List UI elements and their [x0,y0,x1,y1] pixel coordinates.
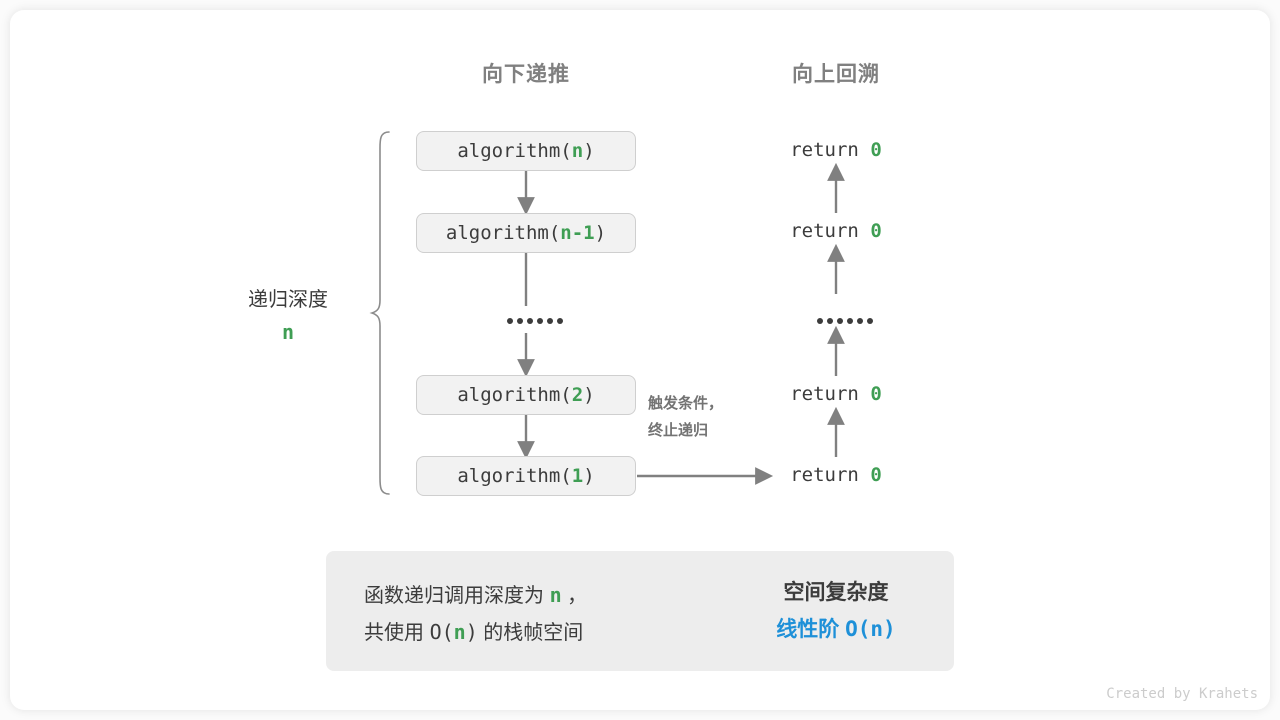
dot [527,318,533,324]
recursion-depth-value: n [281,320,295,344]
dot [837,318,843,324]
summary-line1-suffix: ， [561,585,588,607]
call-box[interactable]: algorithm(2) [416,375,636,415]
summary-description: 函数递归调用深度为 n ， 共使用 O(n) 的栈帧空间 [364,577,587,651]
call-box-name: algorithm( [457,384,572,406]
call-box[interactable]: algorithm(n-1) [416,213,636,253]
summary-line-2: 共使用 O(n) 的栈帧空间 [364,614,587,651]
call-box-name: algorithm( [457,465,572,487]
summary-panel: 函数递归调用深度为 n ， 共使用 O(n) 的栈帧空间 空间复杂度 线性阶 O… [326,551,954,671]
summary-line2-suffix: 的栈帧空间 [477,622,584,644]
credit-text: Created by Krahets [1106,686,1258,702]
return-statement: return 0 [736,139,936,161]
summary-result-title: 空间复杂度 [783,581,889,604]
call-box-close: ) [594,222,607,244]
call-box-close: ) [583,465,595,487]
right-ellipsis [817,318,873,324]
call-box[interactable]: algorithm(n) [416,131,636,171]
return-keyword: return [790,139,871,161]
left-ellipsis [507,318,563,324]
recursion-depth-label: 递归深度 [248,289,328,311]
summary-line-1: 函数递归调用深度为 n ， [364,577,587,614]
call-box-arg: 2 [571,384,584,406]
dot [537,318,543,324]
call-box-close: ) [583,384,595,406]
return-value: 0 [870,464,882,486]
dot [557,318,563,324]
return-value: 0 [870,139,882,161]
call-box-name: algorithm( [445,222,561,244]
summary-line2-close: ) [465,620,478,644]
return-value: 0 [870,383,882,405]
return-value: 0 [870,220,882,242]
return-statement: return 0 [736,464,936,486]
header-upward: 向上回溯 [792,63,880,86]
dot [517,318,523,324]
summary-result: 空间复杂度 线性阶 O(n) [726,575,946,648]
return-keyword: return [790,220,871,242]
trigger-condition-line2: 终止递归 [648,422,709,439]
summary-result-value-mono: O(n) [845,617,896,641]
summary-line1-prefix: 函数递归调用深度为 [364,585,550,607]
dot [827,318,833,324]
return-keyword: return [790,464,871,486]
return-statement: return 0 [736,383,936,405]
trigger-condition-label: 触发条件， 终止递归 [648,390,723,444]
return-keyword: return [790,383,871,405]
return-statement: return 0 [736,220,936,242]
trigger-condition-line1: 触发条件， [648,395,724,412]
dot [507,318,513,324]
call-box-arg: 1 [571,465,584,487]
summary-result-value: 线性阶 O(n) [726,611,946,648]
summary-line2-open: O( [429,620,454,644]
dot [857,318,863,324]
dot [847,318,853,324]
header-downward: 向下递推 [482,63,570,86]
dot [867,318,873,324]
summary-line2-prefix: 共使用 [364,622,430,644]
summary-result-value-text: 线性阶 [776,618,846,641]
summary-line1-highlight: n [549,583,562,607]
call-box[interactable]: algorithm(1) [416,456,636,496]
call-box-arg: n-1 [560,222,595,244]
dot [817,318,823,324]
call-box-arg: n [571,140,584,162]
dot [547,318,553,324]
call-box-close: ) [583,140,595,162]
call-box-name: algorithm( [457,140,572,162]
summary-line2-highlight: n [453,620,466,644]
